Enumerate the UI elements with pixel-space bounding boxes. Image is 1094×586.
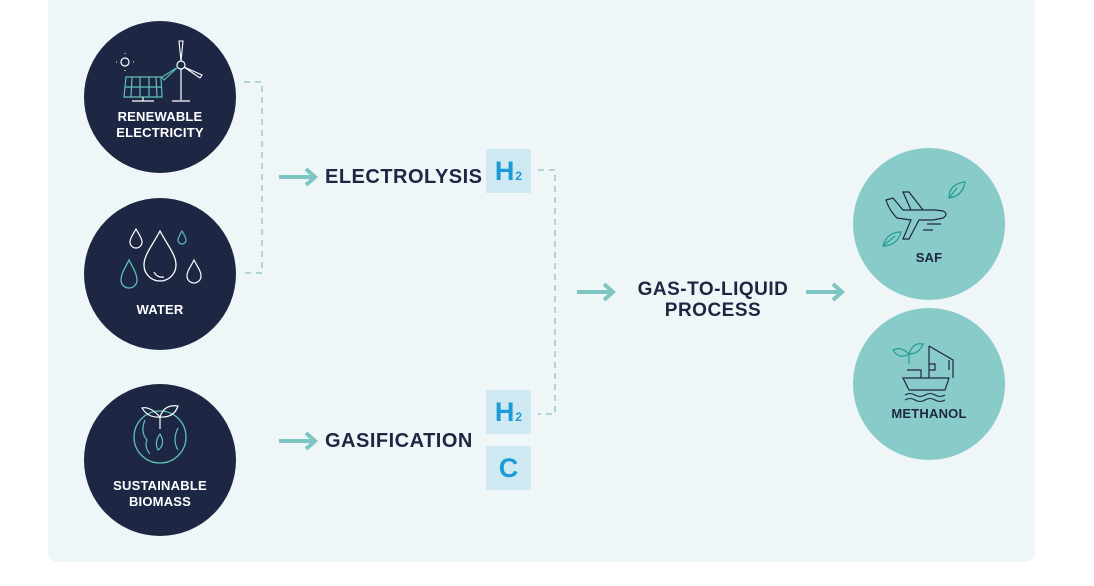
globe-sprout-icon — [133, 405, 187, 464]
solar-wind-icon — [114, 40, 203, 102]
airplane-leaf-icon — [882, 181, 966, 247]
output-label: SAF — [915, 250, 943, 265]
input-bracket — [244, 81, 263, 274]
arrow-right-icon — [279, 431, 318, 451]
input-water: WATER — [84, 198, 236, 350]
h2-bracket — [538, 169, 556, 415]
arrow-right-icon — [577, 282, 616, 302]
process-electrolysis: ELECTROLYSIS — [325, 166, 483, 188]
output-saf: SAF — [853, 148, 1005, 300]
ship-crane-icon — [892, 343, 954, 403]
water-drops-icon — [120, 227, 202, 289]
arrow-right-icon — [279, 167, 318, 187]
input-label: WATER — [136, 302, 184, 317]
output-label: METHANOL — [891, 406, 967, 421]
arrow-right-icon — [806, 282, 845, 302]
process-gasification: GASIFICATION — [325, 430, 473, 452]
output-methanol: METHANOL — [853, 308, 1005, 460]
carbon-molecule-badge: C — [486, 446, 531, 490]
